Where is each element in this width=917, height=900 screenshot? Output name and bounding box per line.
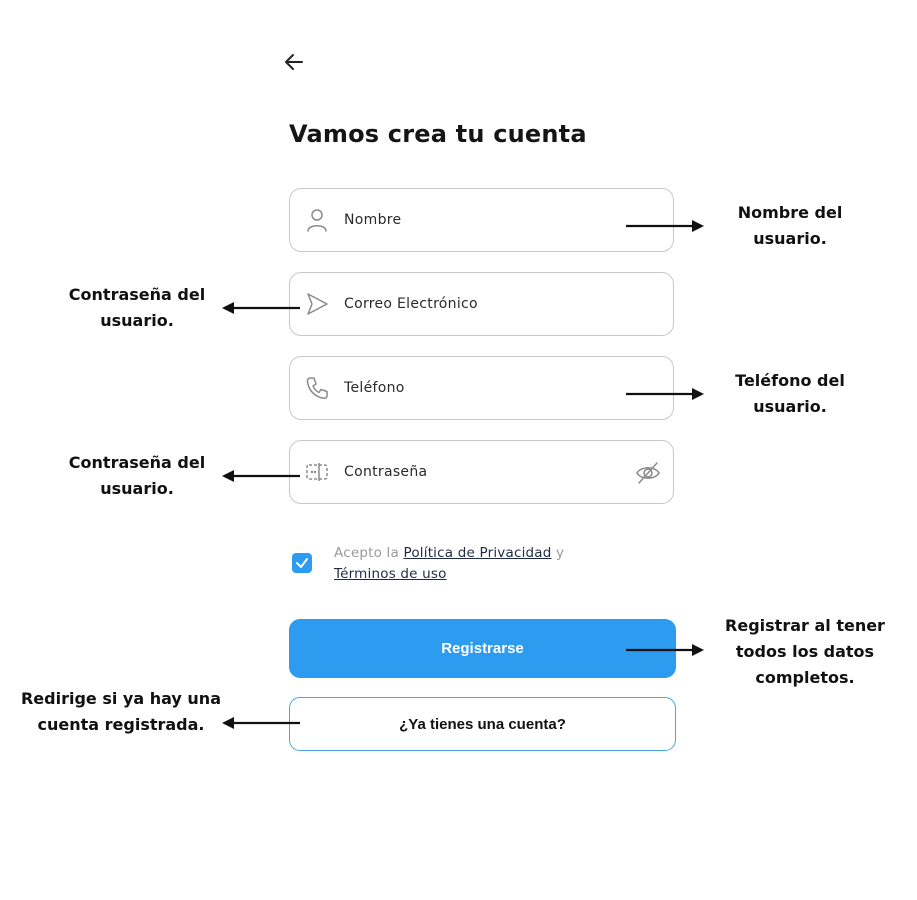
annotation-phone-line-1: Teléfono del xyxy=(735,371,845,390)
annotation-login-line-2: cuenta registrada. xyxy=(37,715,205,734)
page-title: Vamos crea tu cuenta xyxy=(289,120,587,148)
annotation-login-line-1: Redirige si ya hay una xyxy=(20,689,221,708)
annotation-name-line-1: Nombre del xyxy=(737,203,843,222)
annotation-arrow-left xyxy=(222,302,300,314)
send-icon xyxy=(307,293,328,315)
phone-icon xyxy=(306,377,328,400)
phone-field[interactable]: Teléfono xyxy=(289,356,674,420)
annotation-password: Contraseña del usuario. xyxy=(62,450,212,502)
user-icon xyxy=(307,209,327,232)
annotation-register-line-1: Registrar al tener xyxy=(725,616,885,635)
terms-checkbox[interactable] xyxy=(292,553,312,573)
annotation-phone: Teléfono del usuario. xyxy=(720,368,860,420)
check-icon xyxy=(296,558,308,568)
phone-placeholder: Teléfono xyxy=(344,380,405,396)
annotation-email-line-2: usuario. xyxy=(100,311,174,330)
annotation-arrow-right xyxy=(626,388,704,400)
terms-prefix: Acepto la xyxy=(334,545,399,561)
annotation-phone-line-2: usuario. xyxy=(753,397,827,416)
annotation-arrow-left xyxy=(222,717,300,729)
register-button[interactable]: Registrarse xyxy=(289,619,676,678)
annotation-register-line-2: todos los datos xyxy=(735,642,875,661)
back-arrow-icon[interactable] xyxy=(280,48,308,76)
name-placeholder: Nombre xyxy=(344,212,402,228)
terms-of-use-link[interactable]: Términos de uso xyxy=(334,566,447,582)
annotation-name-line-2: usuario. xyxy=(753,229,827,248)
terms-text: Acepto la Política de Privacidad y Térmi… xyxy=(334,543,634,585)
annotation-password-line-2: usuario. xyxy=(100,479,174,498)
login-link-button[interactable]: ¿Ya tienes una cuenta? xyxy=(289,697,676,751)
annotation-arrow-right xyxy=(626,220,704,232)
annotation-register: Registrar al tener todos los datos compl… xyxy=(712,613,898,691)
password-icon xyxy=(306,463,328,481)
annotation-arrow-left xyxy=(222,470,300,482)
annotation-password-line-1: Contraseña del xyxy=(68,453,206,472)
terms-joiner: y xyxy=(556,545,565,561)
password-field[interactable]: Contraseña xyxy=(289,440,674,504)
password-placeholder: Contraseña xyxy=(344,464,428,480)
email-field[interactable]: Correo Electrónico xyxy=(289,272,674,336)
annotation-register-line-3: completos. xyxy=(755,668,855,687)
annotation-login: Redirige si ya hay una cuenta registrada… xyxy=(14,686,228,738)
privacy-policy-link[interactable]: Política de Privacidad xyxy=(403,545,552,561)
annotation-name: Nombre del usuario. xyxy=(720,200,860,252)
annotation-email: Contraseña del usuario. xyxy=(62,282,212,334)
eye-off-icon[interactable] xyxy=(635,460,661,486)
email-placeholder: Correo Electrónico xyxy=(344,296,478,312)
annotation-email-line-1: Contraseña del xyxy=(68,285,206,304)
annotation-arrow-right xyxy=(626,644,704,656)
name-field[interactable]: Nombre xyxy=(289,188,674,252)
